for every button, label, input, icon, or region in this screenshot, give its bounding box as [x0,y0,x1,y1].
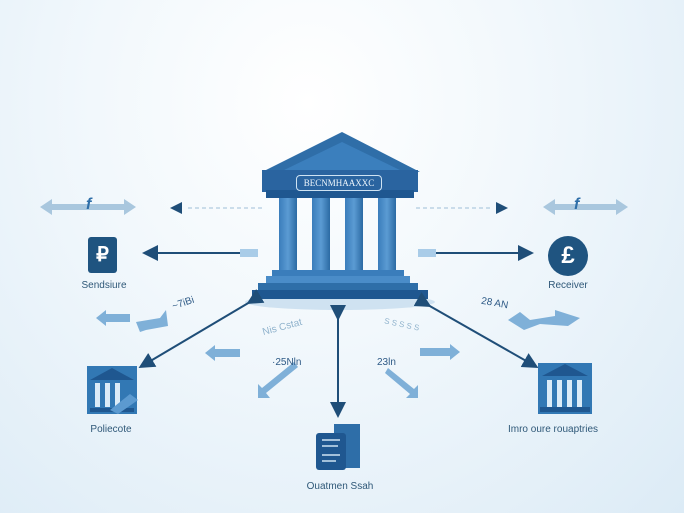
document-icon [316,424,360,470]
pound-icon: £ [561,242,575,269]
right-bank-icon [538,363,592,414]
sender-icon[interactable]: ₽ [88,237,117,273]
right-bank-label: Imro oure rouaptries [507,424,599,435]
annotation-right-lower: 23ln [377,357,396,368]
document-label: Ouatmen Ssah [306,481,374,492]
ruble-icon: ₽ [96,244,109,266]
left-bank-icon [87,366,138,414]
left-bank-label: Poliecote [90,424,132,435]
central-bank-icon [245,132,435,310]
arrow-right-icon [496,202,508,214]
receiver-icon[interactable]: £ [548,236,588,276]
sender-label: Sendsiure [81,280,127,291]
top-right-glyph: f [574,196,580,213]
central-bank-label: BECNMHAAXXC [296,175,382,191]
top-left-glyph: f [86,196,92,213]
annotation-left-lower: ·25Nln [272,357,302,368]
arrow-left-icon [170,202,182,214]
receiver-label: Receiver [548,280,588,291]
